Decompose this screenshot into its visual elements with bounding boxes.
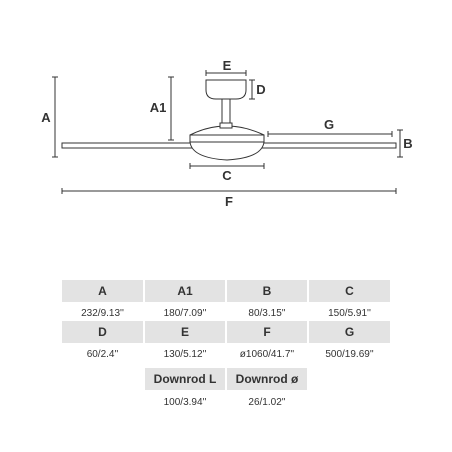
table-header-cell: F [227,321,307,343]
table-value-cell: 500/19.69'' [325,348,374,360]
table-header-cell: A1 [145,280,225,302]
label-e: E [223,58,232,73]
table-header-cell: G [309,321,390,343]
table-header-cell: Downrod L [145,368,225,390]
motor-band [189,134,265,143]
table-header-cell: A [62,280,143,302]
table-header-cell: B [227,280,307,302]
label-a: A [41,110,51,125]
table-value-cell: 26/1.02'' [248,396,286,408]
label-g: G [324,117,334,132]
fan-blade-right [261,142,397,149]
table-value-cell: 150/5.91'' [328,307,371,319]
fan-dimension-diagram: A A1 E D G B C F [41,58,412,209]
label-c: C [222,168,232,183]
table-header-cell: E [145,321,225,343]
table-value-cell: 80/3.15'' [248,307,286,319]
fan-blade-left [61,142,193,149]
table-value-cell: ø1060/41.7'' [239,348,295,360]
label-d: D [256,82,265,97]
table-value-cell: 180/7.09'' [163,307,207,319]
table-header-cell: C [309,280,390,302]
table-value-cell: 100/3.94'' [163,396,207,408]
label-a1: A1 [150,100,167,115]
table-value-cell: 130/5.12'' [163,348,207,360]
canopy [205,79,247,100]
downrod [221,98,231,124]
table-header-cell: Downrod ø [227,368,307,390]
table-value-cell: 60/2.4'' [86,348,119,360]
motor-bracket [219,122,233,129]
label-b: B [403,136,412,151]
table-header-cell: D [62,321,143,343]
light-bowl [189,141,265,161]
table-value-cell: 232/9.13'' [81,307,124,319]
label-f: F [225,194,233,209]
